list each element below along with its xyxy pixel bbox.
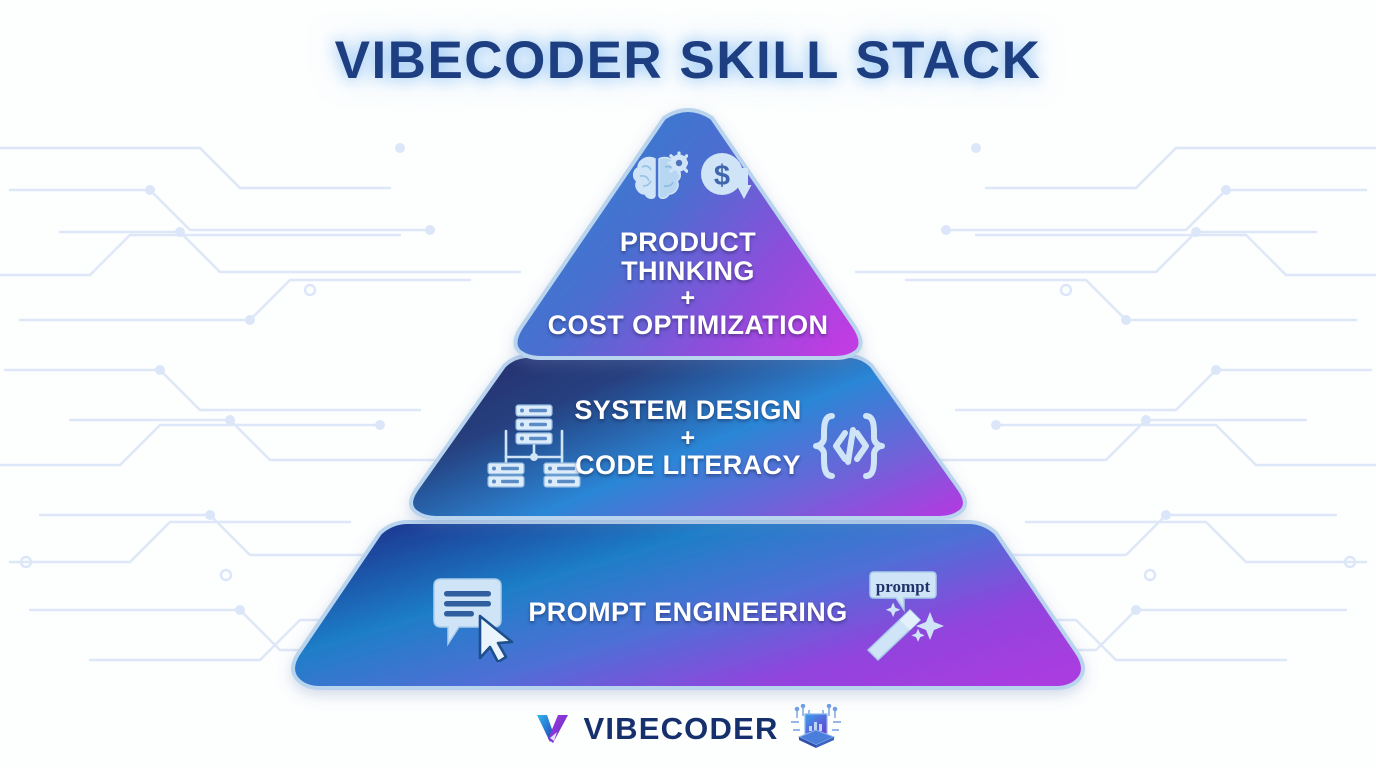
tier-top-line3: COST OPTIMIZATION <box>547 310 829 341</box>
tier-top-plus: + <box>680 284 696 313</box>
magic-wand-icon: prompt <box>860 568 950 669</box>
tier-mid-line1: SYSTEM DESIGN <box>574 395 802 425</box>
tier-top-line2: THINKING <box>621 256 755 287</box>
code-brackets-icon <box>808 408 890 489</box>
tier-top-line1: PRODUCT <box>619 227 757 257</box>
footer-brand: VIBECODER <box>0 704 1376 752</box>
pyramid-diagram: $ PRODUCT THINKING + COST OPTIMIZATION <box>0 108 1376 698</box>
vibecoder-v-logo <box>537 715 569 743</box>
page-title: VIBECODER SKILL STACK <box>334 31 1042 90</box>
tier-mid-plus: + <box>680 424 696 453</box>
brain-gear-icon <box>628 150 691 211</box>
server-rack-icon <box>484 401 584 496</box>
wand-stick <box>866 608 922 662</box>
server-stack-top <box>515 404 553 445</box>
tier-base-line1: PROMPT ENGINEERING <box>528 597 848 627</box>
arrow-base-to-middle <box>658 500 718 574</box>
svg-text:prompt: prompt <box>876 577 931 596</box>
tier-mid-line2: CODE LITERACY <box>575 450 801 481</box>
wand-sparkles <box>885 602 944 642</box>
server-stack-right <box>543 462 581 488</box>
tier-prompt-engineering-label: PROMPT ENGINEERING <box>0 597 1376 627</box>
cost-down-icon: $ <box>700 152 758 211</box>
svg-text:$: $ <box>714 160 730 192</box>
tier-product-thinking-label: PRODUCT THINKING + COST OPTIMIZATION <box>0 227 1376 341</box>
chat-cursor-icon <box>428 576 520 667</box>
laptop-circuit-icon <box>790 704 841 748</box>
server-stack-left <box>487 462 525 488</box>
footer-wordmark: VIBECODER <box>583 710 779 746</box>
tier-system-design-label: SYSTEM DESIGN + CODE LITERACY <box>0 395 1376 481</box>
prompt-badge: prompt <box>869 571 937 613</box>
